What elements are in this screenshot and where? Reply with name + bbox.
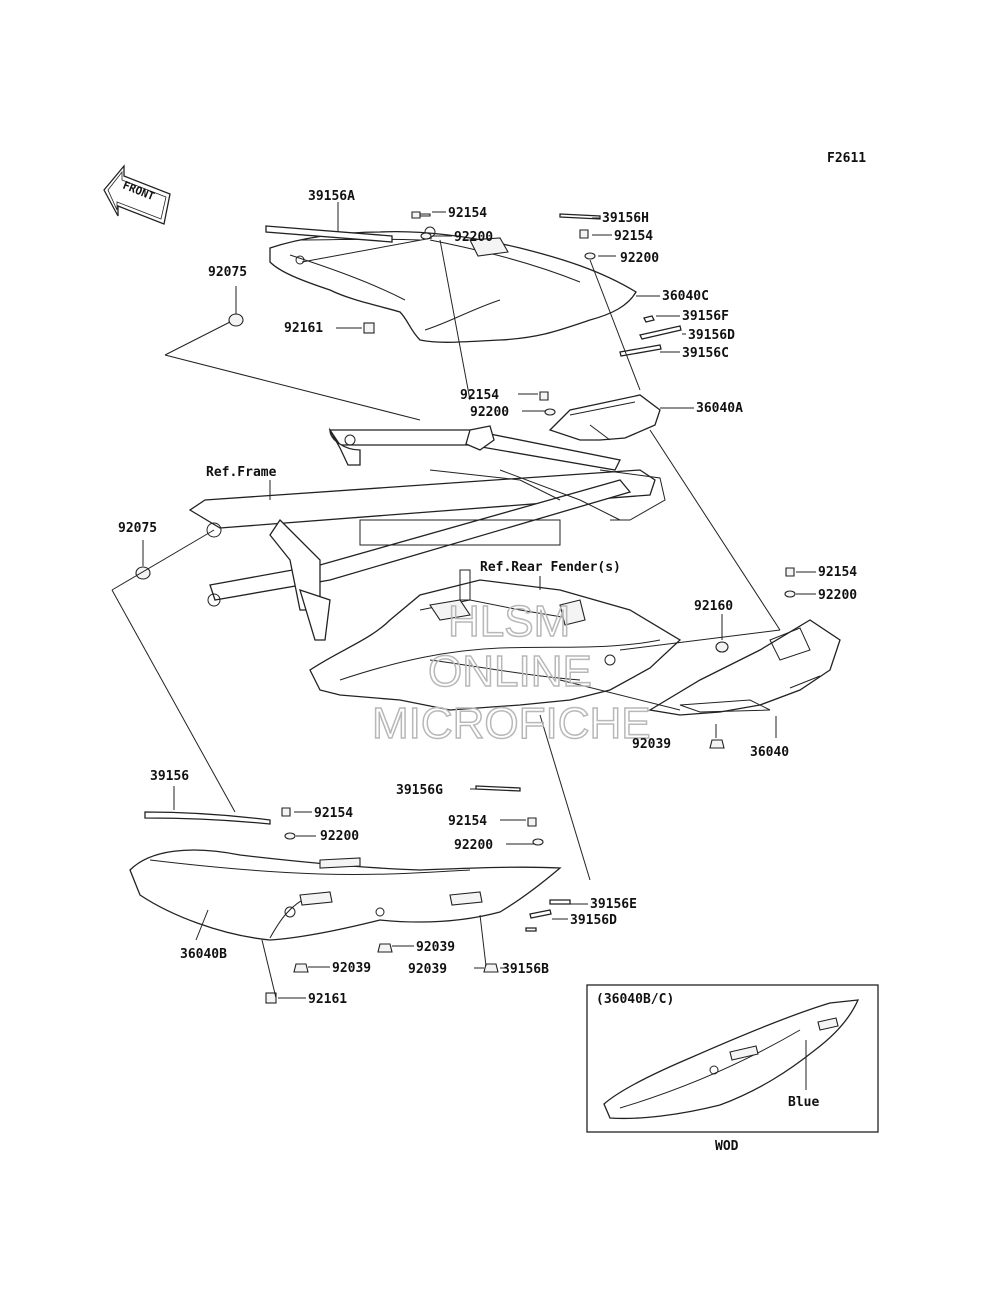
label-92200-top: 92200 xyxy=(454,230,493,245)
fasteners xyxy=(135,211,796,1004)
label-39156a: 39156A xyxy=(308,189,355,204)
label-92039-c: 92039 xyxy=(408,962,447,977)
label-92154-right: 92154 xyxy=(818,565,857,580)
inset-title: (36040B/C) xyxy=(596,992,674,1007)
callout-labels: F2611 39156A 92154 92200 92075 92161 391… xyxy=(118,151,866,1007)
label-92154-mid: 92154 xyxy=(460,388,499,403)
side-cover-36040 xyxy=(648,619,841,716)
watermark: HLSM ONLINE MICROFICHE xyxy=(371,596,651,749)
grommet-92075-top xyxy=(228,313,244,327)
label-92075-left: 92075 xyxy=(118,521,157,536)
label-92200-bl: 92200 xyxy=(320,829,359,844)
label-92200-bm: 92200 xyxy=(454,838,493,853)
label-92039-b: 92039 xyxy=(332,961,371,976)
frame-reference xyxy=(188,425,666,641)
front-arrow-icon: FRONT xyxy=(103,164,171,225)
inset-footer: WOD xyxy=(715,1139,739,1154)
label-ref-rear-fender: Ref.Rear Fender(s) xyxy=(480,560,621,575)
label-92154-top: 92154 xyxy=(448,206,487,221)
label-39156h: 39156H xyxy=(602,211,649,226)
trim-strip-39156 xyxy=(144,811,271,825)
label-36040: 36040 xyxy=(750,745,789,760)
label-92160: 92160 xyxy=(694,599,733,614)
label-92154-bm: 92154 xyxy=(448,814,487,829)
label-39156e: 39156E xyxy=(590,897,637,912)
label-92039-a: 92039 xyxy=(416,940,455,955)
watermark-line-2: ONLINE xyxy=(428,647,592,696)
label-39156g: 39156G xyxy=(396,783,443,798)
label-39156: 39156 xyxy=(150,769,189,784)
grommet-92160 xyxy=(715,641,729,653)
label-92161-top: 92161 xyxy=(284,321,323,336)
inset-color-label: Blue xyxy=(788,1095,819,1110)
seat-cowl-lower-36040b xyxy=(129,849,562,941)
label-92200-right: 92200 xyxy=(818,588,857,603)
rear-fender-reference xyxy=(309,569,682,711)
label-92075-top: 92075 xyxy=(208,265,247,280)
label-39156f: 39156F xyxy=(682,309,729,324)
label-39156c: 39156C xyxy=(682,346,729,361)
label-92154-tr: 92154 xyxy=(614,229,653,244)
label-36040c: 36040C xyxy=(662,289,709,304)
label-36040a: 36040A xyxy=(696,401,743,416)
label-ref-frame: Ref.Frame xyxy=(206,465,277,480)
figure-code: F2611 xyxy=(827,151,866,166)
watermark-line-3: MICROFICHE xyxy=(372,699,651,748)
nut-92161-top xyxy=(363,322,375,334)
label-39156b: 39156B xyxy=(502,962,549,977)
color-variant-inset: (36040B/C) Blue WOD xyxy=(586,984,879,1154)
trim-strip-39156a xyxy=(265,225,393,243)
nut-92161-bottom xyxy=(265,992,277,1004)
label-92200-tr: 92200 xyxy=(620,251,659,266)
label-92200-mid: 92200 xyxy=(470,405,509,420)
watermark-line-1: HLSM xyxy=(448,597,570,646)
seat-cowl-top-36040c xyxy=(269,226,637,343)
label-92154-bl: 92154 xyxy=(314,806,353,821)
label-36040b: 36040B xyxy=(180,947,227,962)
leader-lines xyxy=(111,202,816,999)
label-92039-right: 92039 xyxy=(632,737,671,752)
label-92161-bottom: 92161 xyxy=(308,992,347,1007)
label-39156d-bottom: 39156D xyxy=(570,913,617,928)
label-39156d-top: 39156D xyxy=(688,328,735,343)
bracket-36040a xyxy=(548,394,661,441)
